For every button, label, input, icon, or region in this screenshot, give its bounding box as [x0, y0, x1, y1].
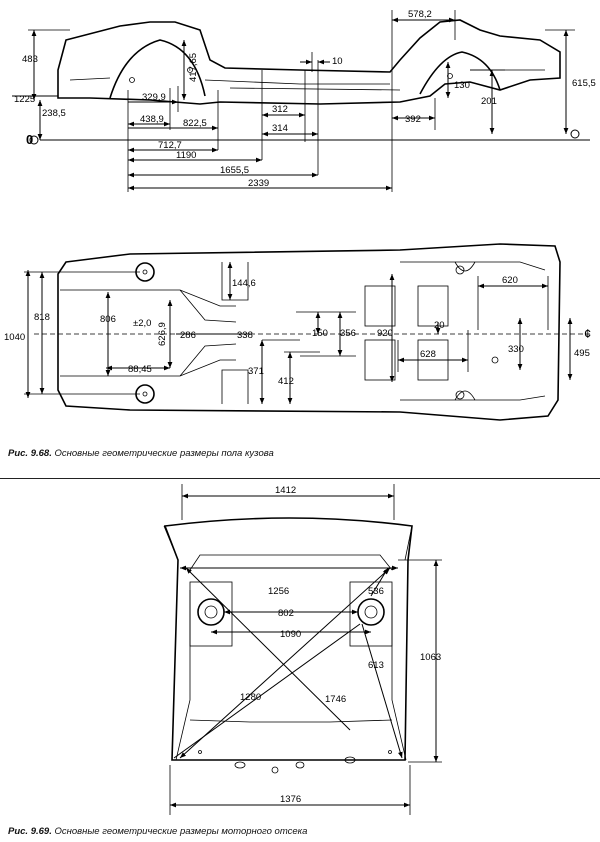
dim-806: 806: [100, 314, 116, 325]
dim-1225: 1225: [14, 94, 35, 105]
dim-330: 330: [508, 344, 524, 355]
dim-338: 338: [237, 330, 253, 341]
dim-417-65: 417,65: [188, 53, 199, 82]
dim-130: 130: [454, 80, 470, 91]
dim-1655-5: 1655,5: [220, 165, 249, 176]
dim-2-0: ±2,0: [133, 318, 151, 329]
dim-371: 371: [248, 366, 264, 377]
dim-1376: 1376: [280, 794, 301, 805]
dim-392: 392: [405, 114, 421, 125]
centerline-mark: ¢: [584, 326, 591, 341]
dim-2339: 2339: [248, 178, 269, 189]
dim-1040: 1040: [4, 332, 25, 343]
dim-536: 536: [368, 586, 384, 597]
dim-412: 412: [278, 376, 294, 387]
dim-286: 286: [180, 330, 196, 341]
dim-20: 20: [434, 320, 445, 331]
dim-712-7: 712,7: [158, 140, 182, 151]
floor-plan-view: 818 1040 806 144,6 ±2,0 626,9 286 338 88…: [4, 243, 591, 421]
dim-329-9: 329,9: [142, 92, 166, 103]
dim-818: 818: [34, 312, 50, 323]
dim-144-6: 144,6: [232, 278, 256, 289]
datum-label: 0: [26, 132, 33, 147]
dim-314: 314: [272, 123, 288, 134]
dim-201: 201: [481, 96, 497, 107]
dim-628: 628: [420, 349, 436, 360]
caption-fig-9-68: Рис. 9.68. Основные геометрические разме…: [8, 448, 274, 459]
section-divider: [0, 478, 600, 479]
dim-1256: 1256: [268, 586, 289, 597]
dim-238-5: 238,5: [42, 108, 66, 119]
dim-483: 483: [22, 54, 38, 65]
dim-150: 150: [312, 328, 328, 339]
dim-1280: 1280: [240, 692, 261, 703]
dim-1190: 1190: [176, 150, 196, 161]
dim-88-45: 88,45: [128, 364, 152, 375]
dim-613: 613: [368, 660, 384, 671]
dim-1746: 1746: [325, 694, 346, 705]
dim-802: 802: [278, 608, 294, 619]
dim-1412: 1412: [275, 485, 296, 496]
dim-620: 620: [502, 275, 518, 286]
dim-312: 312: [272, 104, 288, 115]
dim-438-9: 438,9: [140, 114, 164, 125]
dim-1090: 1090: [280, 629, 301, 640]
dim-1063: 1063: [420, 652, 441, 663]
dim-822-5: 822,5: [183, 118, 207, 129]
dim-10: 10: [332, 56, 343, 67]
engine-bay-view: 1412 1256 536 802 1090 1063 613 1280 174…: [163, 484, 442, 815]
dim-615-5: 615,5: [572, 78, 596, 89]
dim-495: 495: [574, 348, 590, 359]
dim-578-2: 578,2: [408, 9, 432, 20]
caption-fig-9-69: Рис. 9.69. Основные геометрические разме…: [8, 826, 308, 837]
dim-626-9: 626,9: [157, 322, 168, 346]
dim-356: 356: [340, 328, 356, 339]
floor-side-view: 483 1225 238,5 417,65 329,9 438,9 822,5 …: [12, 9, 596, 192]
dim-920: 920: [377, 328, 393, 339]
